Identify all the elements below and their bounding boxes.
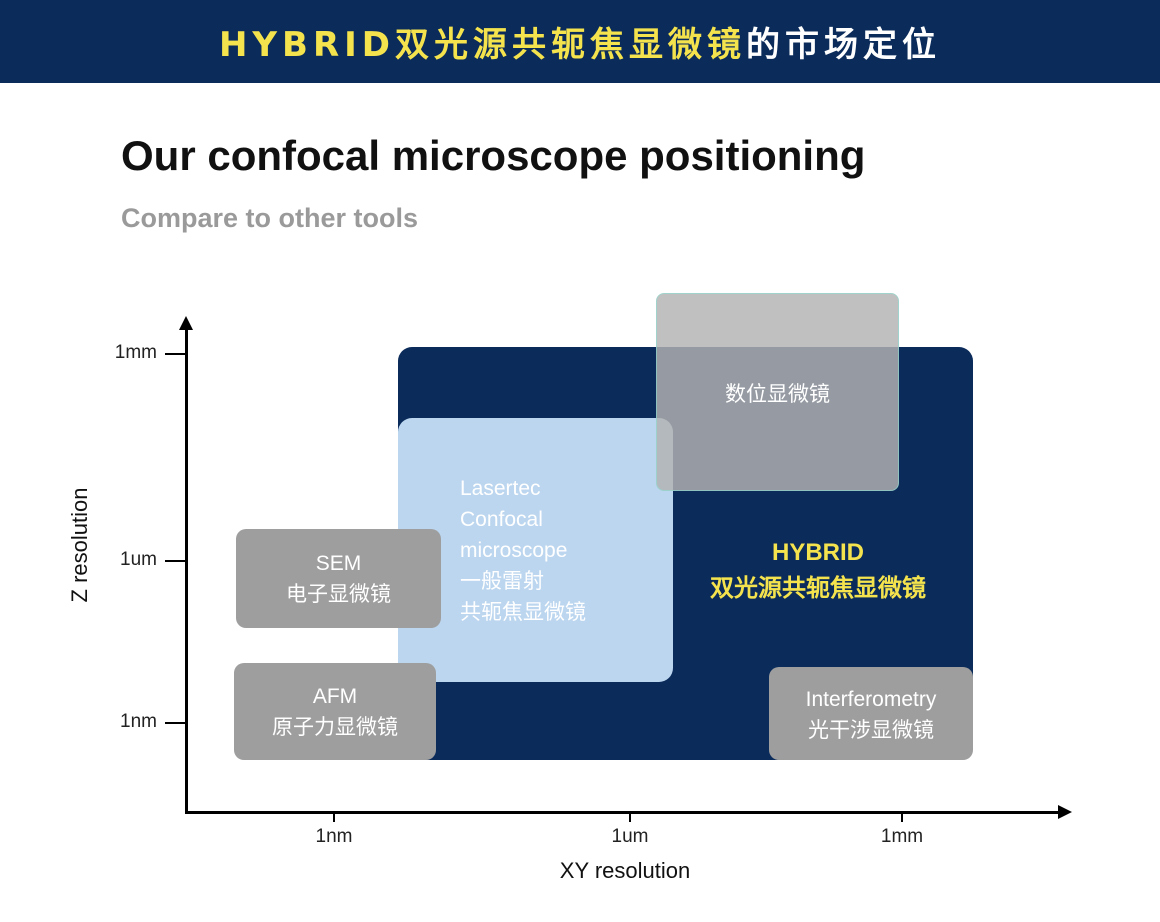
x-tick-1um	[629, 812, 631, 822]
lasertec-line-2: Confocal	[460, 508, 543, 531]
x-tick-label-1nm: 1nm	[315, 826, 353, 847]
y-axis-arrow-icon	[179, 316, 193, 330]
digital-microscope-region	[656, 293, 899, 491]
y-tick-label-1mm: 1mm	[114, 342, 157, 363]
afm-label: AFM 原子力显微镜	[234, 681, 436, 743]
header-banner: HYBRID双光源共轭焦显微镜的市场定位	[0, 0, 1160, 83]
interferometry-label: Interferometry 光干涉显微镜	[769, 684, 973, 746]
afm-line-2: 原子力显微镜	[272, 716, 398, 739]
hybrid-line-1: HYBRID	[771, 539, 864, 566]
lasertec-region	[398, 418, 673, 682]
lasertec-line-5: 共轭焦显微镜	[460, 601, 586, 624]
sem-label: SEM 电子显微镜	[236, 548, 441, 610]
afm-region	[234, 663, 436, 760]
hybrid-label: HYBRID 双光源共轭焦显微镜	[673, 535, 963, 607]
sem-line-1: SEM	[315, 552, 362, 575]
digital-microscope-label: 数位显微镜	[725, 383, 830, 406]
x-tick-label-1um: 1um	[611, 826, 649, 847]
y-tick-label-1nm: 1nm	[120, 711, 157, 732]
interferometry-line-1: Interferometry	[805, 688, 937, 711]
page-title: Our confocal microscope positioning	[121, 132, 866, 179]
interferometry-region	[769, 667, 973, 760]
banner-title: HYBRID双光源共轭焦显微镜的市场定位	[219, 17, 941, 66]
y-tick-1mm	[165, 353, 185, 355]
lasertec-line-3: microscope	[460, 539, 568, 562]
x-axis-line	[185, 811, 1061, 814]
lasertec-line-1: Lasertec	[460, 477, 541, 500]
y-tick-1nm	[165, 722, 185, 724]
x-axis-title: XY resolution	[559, 858, 691, 883]
hybrid-line-2: 双光源共轭焦显微镜	[710, 575, 926, 602]
sem-line-2: 电子显微镜	[286, 583, 391, 606]
x-tick-1nm	[333, 812, 335, 822]
y-tick-1um	[165, 560, 185, 562]
x-tick-label-1mm: 1mm	[880, 826, 924, 847]
y-axis-title: Z resolution	[67, 487, 92, 603]
banner-title-highlight: HYBRID双光源共轭焦显微镜	[218, 25, 747, 65]
y-axis-line	[185, 326, 188, 814]
lasertec-label: Lasertec Confocal microscope 一般雷射 共轭焦显微镜	[460, 473, 586, 628]
afm-line-1: AFM	[312, 685, 358, 708]
page-subtitle: Compare to other tools	[121, 203, 419, 233]
lasertec-line-4: 一般雷射	[460, 570, 544, 593]
x-tick-1mm	[901, 812, 903, 822]
y-tick-label-1um: 1um	[120, 549, 157, 570]
banner-title-rest: 的市场定位	[746, 25, 942, 65]
interferometry-line-2: 光干涉显微镜	[808, 719, 934, 742]
x-axis-arrow-icon	[1058, 805, 1072, 819]
sem-region	[236, 529, 441, 628]
